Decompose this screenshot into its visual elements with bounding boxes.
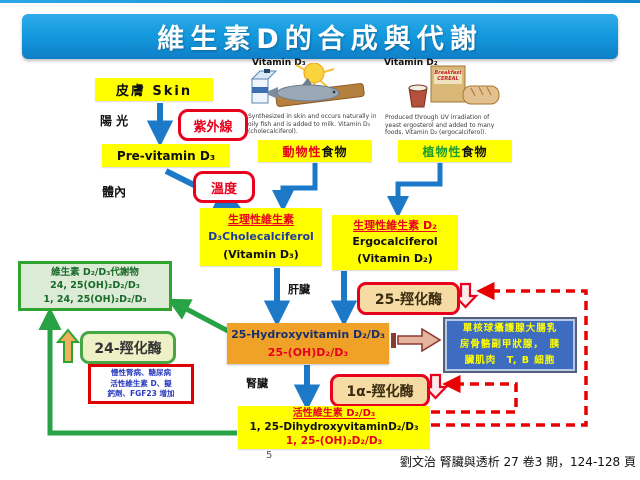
animal-food-box: 動物性食物 <box>258 140 372 162</box>
metabolite-line3: 1, 24, 25(OH)₂D₂/D₃ <box>43 293 147 305</box>
decrease-arrow-1a-icon <box>422 373 449 400</box>
enzyme-24-hydroxylase-box: 24-羥化酶 <box>80 331 176 364</box>
target-line2: 房骨骼副甲狀腺， 胰 <box>459 339 561 351</box>
milk-carton-icon <box>250 69 278 104</box>
enzyme-1a-hydroxylase-box: 1α-羥化酶 <box>330 374 430 407</box>
d3-box-line1: 生理性維生素 <box>228 213 294 227</box>
vitamin-d3-source-label: Vitamin D₃ <box>252 58 306 68</box>
cereal-box-icon <box>430 65 466 103</box>
page-title: 維生素D的合成與代謝 <box>157 24 483 55</box>
uv-box: 紫外線 <box>178 109 248 141</box>
feedback-active-to-1a <box>431 374 518 414</box>
animal-source-illustration <box>250 63 365 107</box>
arrow-hydroxy-to-metabolite <box>167 298 232 335</box>
tissue-effect-arrow-icon <box>391 327 442 353</box>
d2-box-line3: (Vitamin D₂) <box>357 251 433 265</box>
target-tissues-box: 單核球攝護腺大腸乳 房骨骼副甲狀腺， 胰 臟肌肉 T, B 細胞 <box>443 317 577 373</box>
upregulators-line2: 活性維生素 D、擬 <box>110 378 172 388</box>
cup-icon <box>408 84 428 108</box>
plant-food-box: 植物性食物 <box>398 140 512 162</box>
animal-source-caption: Synthesized in skin and occurs naturally… <box>248 113 377 135</box>
d2-box-line2: Ergocalciferol <box>352 235 438 249</box>
citation: 劉文治 腎臟與透析 27 卷3 期，124-128 頁 <box>399 455 636 469</box>
animal-food-rest-text: 食物 <box>321 144 348 159</box>
plant-food-colored-text: 植物性 <box>422 144 462 159</box>
animal-food-colored-text: 動物性 <box>282 144 322 159</box>
plant-food-rest-text: 食物 <box>461 144 488 159</box>
top-border-strip <box>0 0 640 3</box>
active-vitamin-box: 活性維生素 D₂/D₃ 1, 25-DihydroxyvitaminD₂/D₃ … <box>238 406 430 449</box>
active-line1: 活性維生素 D₂/D₃ <box>292 407 376 419</box>
arrow-plant-to-d2 <box>387 163 443 219</box>
page-number: 5 <box>266 450 273 461</box>
physiological-d2-box: 生理性維生素 D₂ Ergocalciferol (Vitamin D₂) <box>332 215 458 270</box>
bread-icon <box>462 85 500 105</box>
metabolite-box: 維生素 D₂/D₃代謝物 24, 25(OH)₂D₂/D₃ 1, 24, 25(… <box>18 261 172 311</box>
plant-source-caption: Produced through UV irradiation of yeast… <box>385 114 495 136</box>
hydroxy25-line1: 25-Hydroxyvitamin D₂/D₃ <box>231 327 385 341</box>
title-bar: 維生素D的合成與代謝 <box>22 14 618 59</box>
d2-box-line1: 生理性維生素 D₂ <box>353 218 437 232</box>
feedback-active-to-25 <box>431 281 588 427</box>
kidney-label: 腎臟 <box>246 377 268 390</box>
previtamin-box: Pre-vitamin D₃ <box>102 144 230 167</box>
enzyme-25-hydroxylase-box: 25-羥化酶 <box>357 282 460 315</box>
liver-label: 肝臟 <box>288 283 310 296</box>
vitamin-d2-source-label: Vitamin D₂ <box>384 58 438 68</box>
upregulators-line1: 慢性腎病、糖尿病 <box>111 367 171 377</box>
hydroxy25-line2: 25-(OH)D₂/D₃ <box>267 345 349 359</box>
in-body-label: 體內 <box>102 185 127 199</box>
hydroxy25-box: 25-Hydroxyvitamin D₂/D₃ 25-(OH)D₂/D₃ <box>227 323 389 364</box>
increase-arrow-24-icon <box>55 328 81 363</box>
d3-box-line3: (Vitamin D₃) <box>223 247 299 261</box>
active-line2: 1, 25-DihydroxyvitaminD₂/D₃ <box>249 421 419 434</box>
metabolite-line1: 維生素 D₂/D₃代謝物 <box>51 267 139 279</box>
target-line1: 單核球攝護腺大腸乳 <box>462 323 558 335</box>
arrow-active-to-metabolite <box>38 306 237 436</box>
decrease-arrow-25-icon <box>452 282 479 309</box>
metabolite-line2: 24, 25(OH)₂D₂/D₃ <box>50 280 140 292</box>
arrow-animal-to-d3 <box>272 163 318 213</box>
upregulators-line3: 鈣劑、FGF23 增加 <box>107 389 175 399</box>
target-line3: 臟肌肉 T, B 細胞 <box>464 354 556 366</box>
active-line3: 1, 25-(OH)₂D₂/D₃ <box>285 435 383 448</box>
upregulators-box: 慢性腎病、糖尿病 活性維生素 D、擬 鈣劑、FGF23 增加 <box>88 364 194 404</box>
cereal-box-text: Breakfast CEREAL <box>434 70 462 82</box>
sunlight-label: 陽 光 <box>100 114 129 128</box>
d3-box-line2: D₃Cholecalciferol <box>208 230 314 244</box>
temperature-box: 溫度 <box>193 171 255 203</box>
physiological-d3-box: 生理性維生素 D₃Cholecalciferol (Vitamin D₃) <box>200 208 322 266</box>
skin-box: 皮膚 Skin <box>95 78 213 101</box>
fish-icon <box>264 78 340 102</box>
plant-source-illustration <box>408 65 500 108</box>
